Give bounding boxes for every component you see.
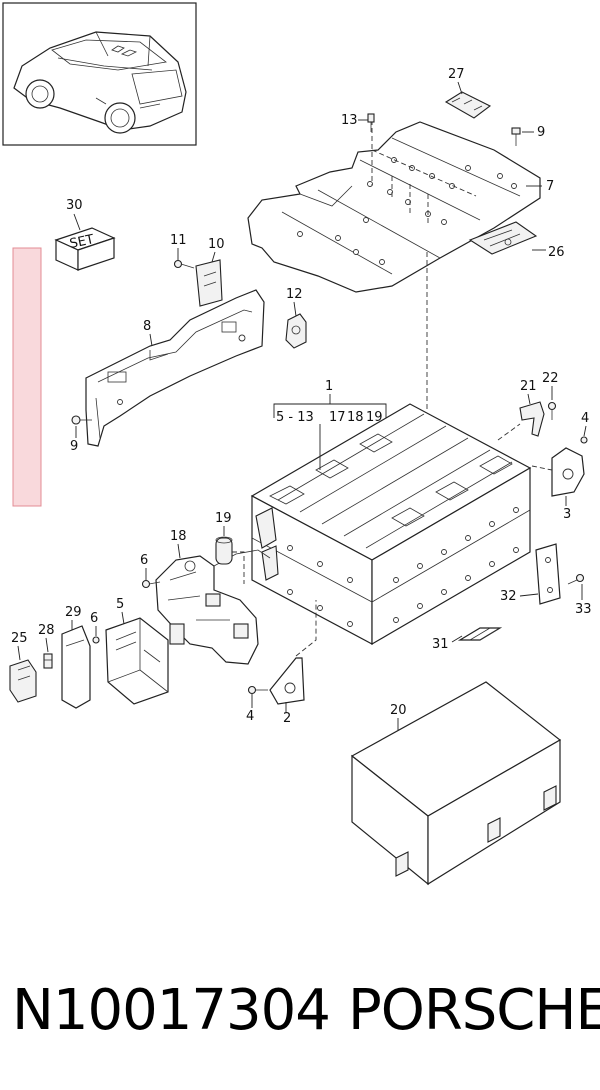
callout-13: 13 xyxy=(341,113,358,128)
callout-25: 25 xyxy=(11,631,28,646)
callout-32: 32 xyxy=(500,589,517,604)
set-box: SET xyxy=(54,227,116,271)
set-box-label: SET xyxy=(68,232,95,252)
bolt-13 xyxy=(367,113,375,132)
part-number: N10017304 xyxy=(12,978,331,1043)
callout-18: 18 xyxy=(170,529,187,544)
group-label-18: 18 xyxy=(347,410,364,425)
bracket-2 xyxy=(269,657,305,705)
callout-19: 19 xyxy=(215,511,232,526)
callout-4-right: 4 xyxy=(581,411,589,426)
control-module-5 xyxy=(105,617,169,705)
group-label-5-13: 5 - 13 xyxy=(276,410,314,425)
bolt-33 xyxy=(567,573,585,585)
wiring-harness-assembly xyxy=(155,549,271,665)
warning-label-plate xyxy=(444,91,492,119)
callout-9-top: 9 xyxy=(537,125,545,140)
callout-12: 12 xyxy=(286,287,303,302)
callout-28: 28 xyxy=(38,623,55,638)
callout-2: 2 xyxy=(283,711,291,726)
bracket-3 xyxy=(551,447,585,497)
callout-22: 22 xyxy=(542,371,559,386)
bracket-21 xyxy=(519,401,545,437)
callout-30: 30 xyxy=(66,198,83,213)
bolt-4-right xyxy=(580,436,588,444)
group-label-19: 19 xyxy=(366,410,383,425)
mounting-clip-10 xyxy=(195,259,223,307)
callout-33: 33 xyxy=(575,602,592,617)
bolt-6-left xyxy=(92,636,100,644)
brand-name: PORSCHE xyxy=(348,978,600,1043)
callout-6-middle: 6 xyxy=(140,553,148,568)
callout-29: 29 xyxy=(65,605,82,620)
bolt-9-left xyxy=(71,415,92,425)
callout-27: 27 xyxy=(448,67,465,82)
callout-11: 11 xyxy=(170,233,187,248)
bolt-6-middle xyxy=(141,579,161,589)
exploded-parts-diagram: SET 30 7 27 13 9 xyxy=(2,2,592,886)
side-accent-bar xyxy=(12,247,42,507)
connector-12 xyxy=(285,313,307,349)
cover-plate-32 xyxy=(535,543,561,605)
callout-8: 8 xyxy=(143,319,151,334)
callout-21: 21 xyxy=(520,379,537,394)
group-label-17: 17 xyxy=(329,410,346,425)
bolt-4-lower xyxy=(247,685,268,695)
info-label-plate xyxy=(468,221,538,255)
fuse-19 xyxy=(215,536,233,565)
bolt-22 xyxy=(547,401,557,420)
pads-31 xyxy=(457,627,503,641)
callout-9-left: 9 xyxy=(70,439,78,454)
callout-7: 7 xyxy=(546,179,554,194)
shipping-box-20 xyxy=(350,681,562,886)
car-icon xyxy=(13,31,187,134)
callout-5: 5 xyxy=(116,597,124,612)
callout-31: 31 xyxy=(432,637,449,652)
battery-module-assembly xyxy=(250,403,532,646)
callout-3: 3 xyxy=(563,507,571,522)
bolt-9-top xyxy=(511,127,521,146)
clip-28 xyxy=(43,653,53,669)
callout-1: 1 xyxy=(325,379,333,394)
callout-6-left: 6 xyxy=(90,611,98,626)
top-cover xyxy=(247,120,541,293)
callout-10: 10 xyxy=(208,237,225,252)
battery-side-bracket xyxy=(85,289,265,447)
cover-29 xyxy=(61,625,91,709)
callout-4-lower: 4 xyxy=(246,709,254,724)
callout-20: 20 xyxy=(390,703,407,718)
callout-26: 26 xyxy=(548,245,565,260)
relay-25 xyxy=(9,659,37,703)
bolt-11 xyxy=(173,259,195,269)
vehicle-thumbnail xyxy=(2,2,197,146)
